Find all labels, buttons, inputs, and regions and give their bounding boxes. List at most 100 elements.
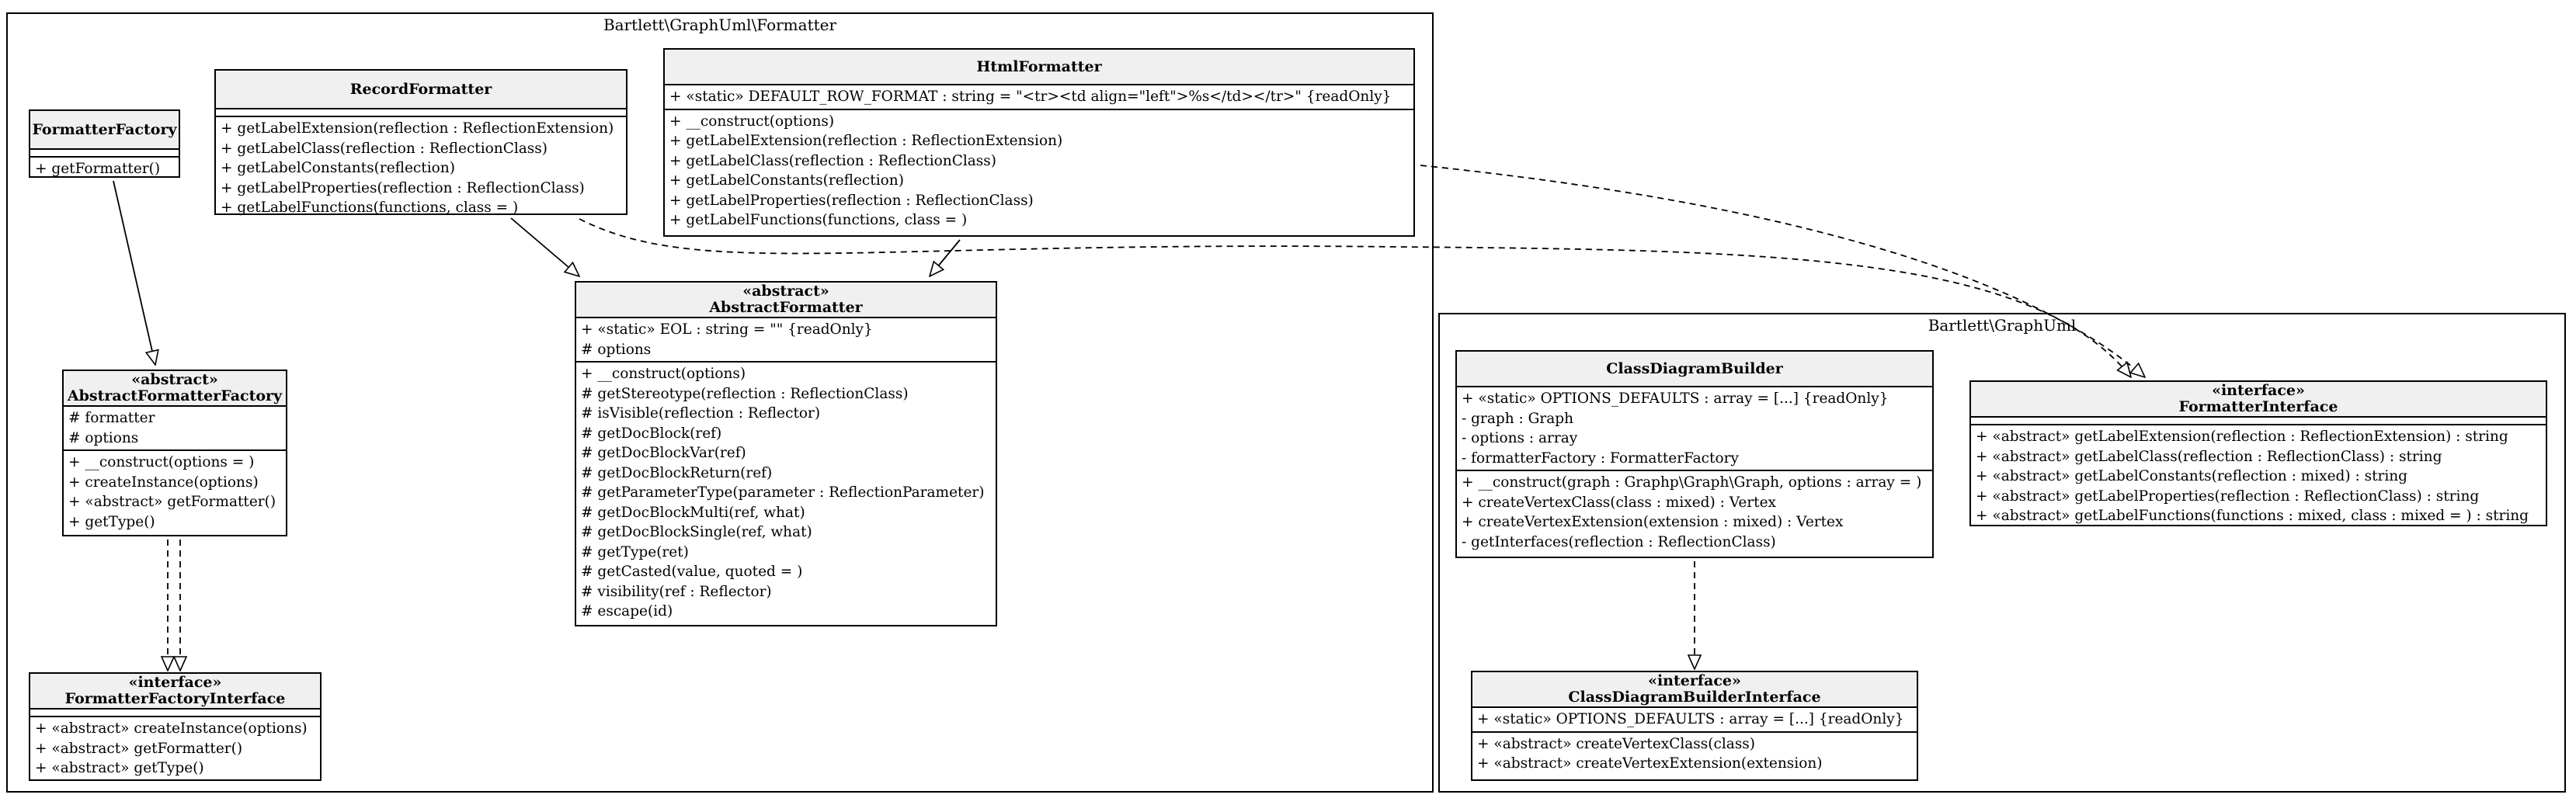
operation: # visibility(ref : Reflector) xyxy=(581,583,772,600)
edge-factory-to-abstract-factory xyxy=(113,180,155,365)
attribute: + «static» DEFAULT_ROW_FORMAT : string =… xyxy=(669,88,1392,105)
class-header: «interface» ClassDiagramBuilderInterface xyxy=(1472,672,1917,708)
attribute: # options xyxy=(581,341,652,358)
operation: # getCasted(value, quoted = ) xyxy=(581,564,803,580)
operation: + «abstract» getLabelFunctions(functions… xyxy=(1976,508,2529,524)
class-operations: + «abstract» getLabelExtension(reflectio… xyxy=(1971,425,2546,528)
class-attributes: + «static» OPTIONS_DEFAULTS : array = [.… xyxy=(1457,387,1932,471)
class-stereotype: «abstract» xyxy=(131,371,218,388)
edge-record-to-abstract-formatter xyxy=(510,217,579,276)
operation: + getFormatter() xyxy=(35,161,161,177)
edge-html-to-formatter-interface xyxy=(1420,165,2145,377)
operation: # isVisible(reflection : Reflector) xyxy=(581,405,821,422)
operation: # getDocBlockSingle(ref, what) xyxy=(581,524,812,540)
package-graphuml-title: Bartlett\GraphUml xyxy=(1928,316,2077,335)
class-class-diagram-builder-interface[interactable]: «interface» ClassDiagramBuilderInterface… xyxy=(1471,671,1918,781)
operation: + «abstract» createVertexClass(class) xyxy=(1477,735,1756,752)
operation: + getLabelFunctions(functions, class = ) xyxy=(221,200,519,216)
operation: + getLabelProperties(reflection : Reflec… xyxy=(221,179,585,196)
class-formatter-interface[interactable]: «interface» FormatterInterface + «abstra… xyxy=(1969,380,2547,526)
class-operations: + getLabelExtension(reflection : Reflect… xyxy=(216,117,626,220)
operation: # getDocBlockMulti(ref, what) xyxy=(581,504,805,521)
class-name: ClassDiagramBuilderInterface xyxy=(1568,689,1821,706)
attribute: - options : array xyxy=(1462,430,1578,446)
class-name: FormatterInterface xyxy=(2178,398,2338,415)
class-formatter-factory[interactable]: FormatterFactory + getFormatter() xyxy=(29,109,180,178)
class-name: HtmlFormatter xyxy=(976,57,1102,75)
operation: # escape(id) xyxy=(581,603,673,619)
class-operations: + __construct(options = ) + createInstan… xyxy=(64,451,286,533)
operation: + «abstract» getLabelExtension(reflectio… xyxy=(1976,429,2508,445)
operation: + __construct(options) xyxy=(581,366,746,382)
class-attributes: # formatter # options xyxy=(64,407,286,451)
attribute: + «static» OPTIONS_DEFAULTS : array = [.… xyxy=(1477,711,1904,727)
attribute: + «static» EOL : string = "" {readOnly} xyxy=(581,321,873,338)
operation: + «abstract» getFormatter() xyxy=(35,740,243,757)
operation: + getLabelConstants(reflection) xyxy=(669,172,904,189)
operation: # getDocBlock(ref) xyxy=(581,425,722,442)
class-header: «abstract» AbstractFormatterFactory xyxy=(64,371,286,407)
operation: + getLabelFunctions(functions, class = ) xyxy=(669,212,968,228)
operation: + __construct(options) xyxy=(669,113,835,130)
operation: + getLabelExtension(reflection : Reflect… xyxy=(669,133,1063,149)
class-name: FormatterFactoryInterface xyxy=(64,690,286,707)
class-record-formatter[interactable]: RecordFormatter + getLabelExtension(refl… xyxy=(214,69,627,216)
class-name: AbstractFormatterFactory xyxy=(67,387,283,404)
operation: - getInterfaces(reflection : ReflectionC… xyxy=(1462,533,1776,550)
package-formatter-title: Bartlett\GraphUml\Formatter xyxy=(603,16,837,34)
class-abstract-formatter[interactable]: «abstract» AbstractFormatter + «static» … xyxy=(575,281,997,626)
package-graphuml: Bartlett\GraphUml xyxy=(1438,313,2566,793)
class-header: ClassDiagramBuilder xyxy=(1457,352,1932,387)
edge-record-to-formatter-interface xyxy=(579,218,2131,377)
class-formatter-factory-interface[interactable]: «interface» FormatterFactoryInterface + … xyxy=(29,672,322,781)
class-name: ClassDiagramBuilder xyxy=(1606,359,1783,377)
operation: + «abstract» createInstance(options) xyxy=(35,720,308,737)
class-operations: + «abstract» createInstance(options) + «… xyxy=(30,717,320,780)
class-header: HtmlFormatter xyxy=(665,50,1413,85)
operation: + getLabelClass(reflection : ReflectionC… xyxy=(221,140,548,157)
attribute: - formatterFactory : FormatterFactory xyxy=(1462,449,1739,467)
attribute: # formatter xyxy=(68,410,155,426)
operation: + «abstract» createVertexExtension(exten… xyxy=(1477,755,1823,772)
operation: + getLabelConstants(reflection) xyxy=(221,160,455,176)
class-name: RecordFormatter xyxy=(349,80,492,98)
class-operations: + __construct(options) # getStereotype(r… xyxy=(576,363,996,623)
operation: + getLabelProperties(reflection : Reflec… xyxy=(669,192,1034,209)
class-header: RecordFormatter xyxy=(216,71,626,109)
operation: # getStereotype(reflection : ReflectionC… xyxy=(581,385,909,402)
operation: + __construct(graph : Graphp\Graph\Graph… xyxy=(1462,474,1922,491)
class-stereotype: «interface» xyxy=(2212,382,2305,399)
operation: + createVertexClass(class : mixed) : Ver… xyxy=(1462,494,1776,511)
class-attributes xyxy=(30,150,179,158)
class-operations: + __construct(graph : Graphp\Graph\Graph… xyxy=(1457,471,1932,553)
attribute: - graph : Graph xyxy=(1462,410,1574,427)
operation: # getParameterType(parameter : Reflectio… xyxy=(581,484,985,501)
operation: + createVertexExtension(extension : mixe… xyxy=(1462,514,1844,530)
class-class-diagram-builder[interactable]: ClassDiagramBuilder + «static» OPTIONS_D… xyxy=(1455,350,1934,558)
operation: + «abstract» getFormatter() xyxy=(68,494,276,510)
class-attributes xyxy=(1971,418,2546,425)
operation: + getLabelClass(reflection : ReflectionC… xyxy=(669,152,997,169)
operation: # getType(ret) xyxy=(581,543,689,560)
class-operations: + getFormatter() xyxy=(30,158,179,181)
class-stereotype: «interface» xyxy=(128,674,222,691)
operation: # getDocBlockVar(ref) xyxy=(581,445,746,461)
operation: + getLabelExtension(reflection : Reflect… xyxy=(221,120,614,137)
class-attributes: + «static» EOL : string = "" {readOnly} … xyxy=(576,318,996,363)
class-attributes xyxy=(30,710,320,717)
operation: + «abstract» getLabelProperties(reflecti… xyxy=(1976,488,2480,505)
class-abstract-formatter-factory[interactable]: «abstract» AbstractFormatterFactory # fo… xyxy=(62,370,287,536)
operation: + createInstance(options) xyxy=(68,474,259,491)
class-html-formatter[interactable]: HtmlFormatter + «static» DEFAULT_ROW_FOR… xyxy=(663,48,1415,237)
attribute: + «static» OPTIONS_DEFAULTS : array = [.… xyxy=(1462,390,1889,407)
class-header: «abstract» AbstractFormatter xyxy=(576,283,996,318)
class-stereotype: «interface» xyxy=(1648,672,1741,689)
operation: + «abstract» getLabelConstants(reflectio… xyxy=(1976,468,2408,484)
class-attributes: + «static» OPTIONS_DEFAULTS : array = [.… xyxy=(1472,708,1917,733)
class-operations: + __construct(options) + getLabelExtensi… xyxy=(665,110,1413,232)
operation: # getDocBlockReturn(ref) xyxy=(581,464,773,481)
operation: + __construct(options = ) xyxy=(68,454,255,470)
operation: + getType() xyxy=(68,513,155,530)
class-attributes xyxy=(216,109,626,117)
attribute: # options xyxy=(68,429,139,446)
